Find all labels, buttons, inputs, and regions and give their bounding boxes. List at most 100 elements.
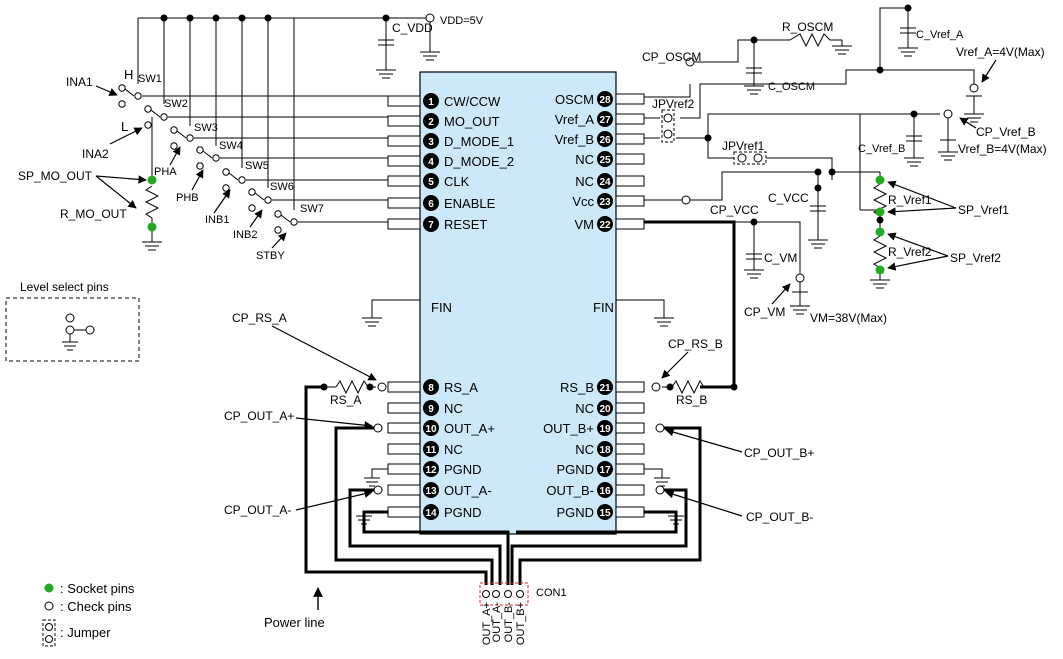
pin-number: 7 — [428, 220, 434, 231]
pin-number: 19 — [599, 424, 611, 435]
pin-label: NC — [444, 401, 463, 416]
socket-pin-vref1-bottom[interactable] — [875, 207, 885, 217]
pin-number: 27 — [599, 115, 611, 126]
fin-left-label: FIN — [431, 300, 452, 315]
pin-number: 1 — [428, 97, 434, 108]
switch-7[interactable] — [274, 210, 298, 234]
socket-pin-r-mo-out[interactable] — [147, 222, 157, 232]
c-vdd-label: C_VDD — [392, 21, 433, 35]
pin-number: 18 — [599, 445, 611, 456]
legend-socket-icon — [44, 583, 54, 593]
vref-b-network — [644, 113, 958, 167]
socket-pin-vref2-bottom[interactable] — [875, 265, 885, 275]
pin-label: PGND — [556, 505, 594, 520]
pin-number: 10 — [425, 424, 437, 435]
oscm-network — [644, 32, 852, 98]
label-sp-mo-out: SP_MO_OUT — [18, 169, 93, 183]
check-pin-out-a-plus[interactable] — [373, 423, 383, 433]
switch-5[interactable] — [222, 168, 246, 192]
vdd-nodes — [160, 14, 390, 22]
check-pin-out-a-minus[interactable] — [373, 485, 383, 495]
pin-number: 20 — [599, 404, 611, 415]
socket-pin-vref1-top[interactable] — [875, 175, 885, 185]
check-pin-out-b-minus[interactable] — [655, 485, 665, 495]
switch-2[interactable] — [144, 105, 168, 129]
pin-label: PGND — [444, 462, 482, 477]
label-inb1: INB1 — [205, 214, 229, 226]
pin-label: PGND — [444, 505, 482, 520]
level-switches[interactable] — [118, 84, 298, 234]
label-r-mo-out: R_MO_OUT — [60, 207, 127, 221]
socket-pin-mo-out[interactable] — [147, 175, 157, 185]
label-cp-out-a-plus: CP_OUT_A+ — [224, 409, 294, 423]
label-ina2: INA2 — [82, 147, 109, 161]
label-r-vref1: R_Vref1 — [888, 193, 932, 207]
check-pin-oscm[interactable] — [685, 57, 695, 67]
pin-label: VM — [575, 217, 595, 232]
pgnd-grounds — [356, 468, 684, 525]
vm-power-line — [644, 220, 736, 389]
pin-27: 27 Vref_A — [555, 111, 645, 127]
legend-check-label: : Check pins — [60, 599, 132, 614]
socket-pin-vref2-top[interactable] — [875, 227, 885, 237]
con-pin-label: OUT_B+ — [515, 602, 527, 645]
pin-number: 8 — [428, 383, 434, 394]
pin-label: PGND — [556, 462, 594, 477]
pin-number: 16 — [599, 486, 611, 497]
pin-label: Vref_A — [555, 112, 595, 127]
label-cp-rs-a: CP_RS_A — [232, 311, 287, 325]
switch-1[interactable] — [118, 84, 142, 108]
switch-6[interactable] — [248, 188, 272, 212]
label-cp-oscm: CP_OSCM — [642, 50, 701, 64]
switch-wiring — [142, 95, 388, 223]
jumper-jpvref2[interactable] — [661, 109, 675, 143]
label-cp-out-a-minus: CP_OUT_A- — [224, 503, 291, 517]
switch-3[interactable] — [170, 126, 194, 150]
check-pin-vref-a[interactable] — [969, 83, 979, 93]
label-c-vref-a: C_Vref_A — [916, 29, 964, 41]
pin-number: 2 — [428, 117, 434, 128]
vdd-rail — [137, 17, 430, 210]
label-con1: CON1 — [536, 587, 567, 599]
label-cp-vcc: CP_VCC — [710, 203, 759, 217]
label-sw2: SW2 — [164, 98, 188, 110]
switch-4[interactable] — [196, 146, 220, 170]
label-inb2: INB2 — [233, 229, 257, 241]
check-pin-vref-b[interactable] — [943, 109, 953, 119]
fin-right-label: FIN — [593, 300, 614, 315]
pin-label: NC — [575, 152, 594, 167]
check-pin-vm[interactable] — [795, 273, 805, 283]
level-select-label: Level select pins — [20, 280, 109, 294]
switch-arrows — [95, 85, 287, 249]
label-sp-vref2: SP_Vref2 — [950, 251, 1001, 265]
check-pin-rs-a[interactable] — [377, 382, 387, 392]
label-c-vcc: C_VCC — [768, 191, 809, 205]
pin-label: NC — [444, 442, 463, 457]
label-rs-b: RS_B — [676, 393, 707, 407]
label-r-vref2: R_Vref2 — [888, 245, 932, 259]
con1-pins[interactable] — [482, 590, 524, 598]
check-pin-out-b-plus[interactable] — [655, 423, 665, 433]
pin-label: OUT_B+ — [543, 421, 594, 436]
level-select-box — [5, 297, 140, 362]
check-pin-rs-b[interactable] — [651, 382, 661, 392]
check-pin-vcc[interactable] — [681, 195, 691, 205]
label-phb: PHB — [176, 192, 199, 204]
output-power-lines — [334, 426, 702, 585]
pin-label: CW/CCW — [444, 94, 501, 109]
vref-a-network — [644, 7, 984, 123]
label-cp-vm: CP_VM — [744, 305, 785, 319]
label-sw4: SW4 — [219, 140, 243, 152]
jumper-jpvref1[interactable] — [733, 151, 767, 165]
